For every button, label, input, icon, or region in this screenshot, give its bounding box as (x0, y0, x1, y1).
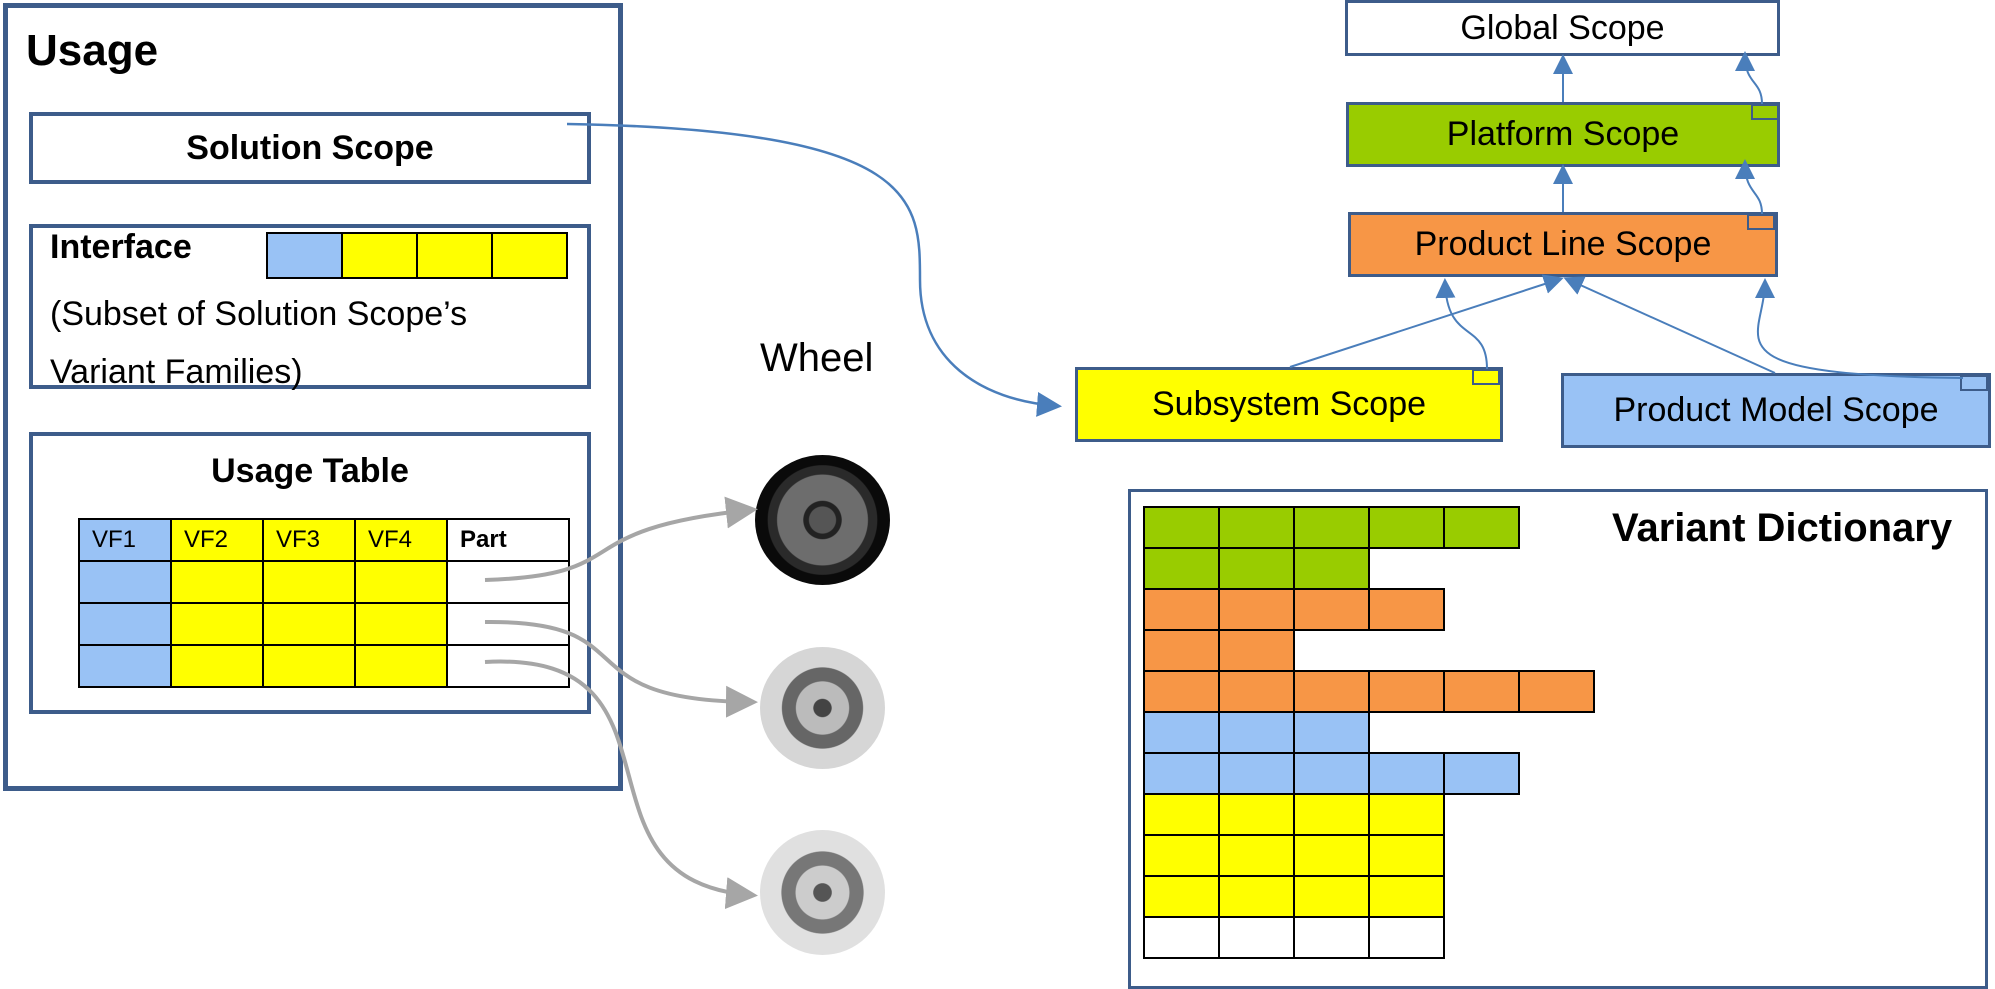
product-model-corner-to-product-line-arrow (1754, 278, 1964, 379)
usage-table-box (29, 432, 591, 714)
solution-scope-label: Solution Scope (186, 128, 434, 167)
variant-cell (1443, 752, 1520, 795)
variant-cell (1218, 670, 1295, 713)
variant-cell (1293, 752, 1370, 795)
solution-to-subsystem-arrow (566, 122, 1062, 417)
variant-cell (1368, 588, 1445, 631)
variant-cell (1218, 916, 1295, 959)
product-model-corner-marker (1960, 375, 1988, 391)
product-line-scope-box[interactable]: Product Line Scope (1348, 212, 1778, 277)
table-row[interactable] (78, 560, 570, 604)
row1-to-wheel1-arrow (484, 496, 758, 582)
variant-dictionary-row (1143, 916, 1445, 959)
variant-cell (1218, 629, 1295, 672)
row2-to-wheel2-arrow (484, 619, 758, 718)
wheel-label: Wheel (760, 336, 874, 380)
product-line-scope-label: Product Line Scope (1414, 225, 1712, 263)
table-cell (354, 560, 448, 604)
variant-cell (1143, 670, 1220, 713)
table-row[interactable] (78, 644, 570, 688)
variant-dictionary-row (1143, 752, 1520, 795)
variant-cell (1368, 916, 1445, 959)
header-part: Part (446, 518, 570, 562)
interface-description: (Subset of Solution Scope’s Variant Fami… (50, 295, 468, 391)
subsystem-corner-to-product-line-arrow (1435, 278, 1488, 370)
header-vf3: VF3 (262, 518, 356, 562)
table-cell (262, 602, 356, 646)
table-cell (354, 644, 448, 688)
interface-cell (418, 234, 493, 277)
product-model-scope-box[interactable]: Product Model Scope (1561, 373, 1991, 448)
table-cell (78, 644, 172, 688)
variant-cell (1143, 793, 1220, 836)
header-vf4: VF4 (354, 518, 448, 562)
product-model-to-product-line-arrow (1563, 276, 1776, 374)
product-line-corner-marker (1747, 214, 1775, 230)
platform-corner-marker (1751, 104, 1779, 120)
table-row[interactable] (78, 602, 570, 646)
subsystem-corner-marker (1472, 369, 1500, 385)
variant-cell (1143, 875, 1220, 918)
variant-cell (1293, 506, 1370, 549)
solution-scope-box[interactable]: Solution Scope (29, 112, 591, 184)
product-model-scope-label: Product Model Scope (1613, 391, 1939, 429)
variant-dictionary-row (1143, 834, 1445, 877)
interface-cell (268, 234, 343, 277)
usage-panel (3, 3, 623, 791)
table-cell (170, 644, 264, 688)
subsystem-to-product-line-arrow (1289, 274, 1564, 368)
subsystem-scope-label: Subsystem Scope (1151, 385, 1427, 423)
part-cell (446, 560, 570, 604)
variant-dictionary-row (1143, 670, 1595, 713)
alloy-wheel-image[interactable] (760, 647, 885, 769)
header-vf1: VF1 (78, 518, 172, 562)
usage-table-header-row: VF1 VF2 VF3 VF4 Part (78, 518, 570, 562)
steel-wheel-image[interactable] (755, 455, 890, 585)
variant-cell (1218, 793, 1295, 836)
variant-dictionary-row (1143, 875, 1445, 918)
platform-scope-box[interactable]: Platform Scope (1346, 102, 1780, 167)
table-cell (170, 560, 264, 604)
product-line-corner-to-platform-arrow (1735, 159, 1763, 215)
usage-table-title: Usage Table (211, 452, 409, 490)
header-vf2: VF2 (170, 518, 264, 562)
alloy-wheel-image[interactable] (760, 830, 885, 955)
platform-corner-to-global-arrow (1735, 51, 1763, 105)
platform-scope-label: Platform Scope (1446, 115, 1680, 153)
table-cell (354, 602, 448, 646)
variant-dictionary-row (1143, 629, 1295, 672)
variant-cell (1218, 834, 1295, 877)
subsystem-scope-box[interactable]: Subsystem Scope (1075, 367, 1503, 442)
table-cell (170, 602, 264, 646)
row3-to-wheel3-arrow (484, 659, 758, 910)
table-cell (78, 602, 172, 646)
variant-cell (1293, 588, 1370, 631)
usage-table: VF1 VF2 VF3 VF4 Part (78, 518, 570, 688)
global-scope-label: Global Scope (1460, 8, 1665, 47)
variant-cell (1368, 506, 1445, 549)
variant-cell (1443, 506, 1520, 549)
variant-dictionary-title: Variant Dictionary (1612, 506, 1953, 550)
interface-cell (343, 234, 418, 277)
variant-dictionary-row (1143, 711, 1370, 754)
interface-cell (493, 234, 566, 277)
variant-cell (1293, 916, 1370, 959)
interface-box[interactable] (29, 224, 591, 389)
global-scope-box[interactable]: Global Scope (1345, 0, 1780, 56)
variant-cell (1218, 711, 1295, 754)
interface-title: Interface (50, 228, 192, 266)
interface-variant-cells (266, 232, 568, 279)
variant-dictionary-row (1143, 588, 1445, 631)
variant-cell (1143, 506, 1220, 549)
usage-title: Usage (26, 26, 159, 75)
variant-cell (1518, 670, 1595, 713)
table-cell (78, 560, 172, 604)
table-cell (262, 560, 356, 604)
table-cell (262, 644, 356, 688)
